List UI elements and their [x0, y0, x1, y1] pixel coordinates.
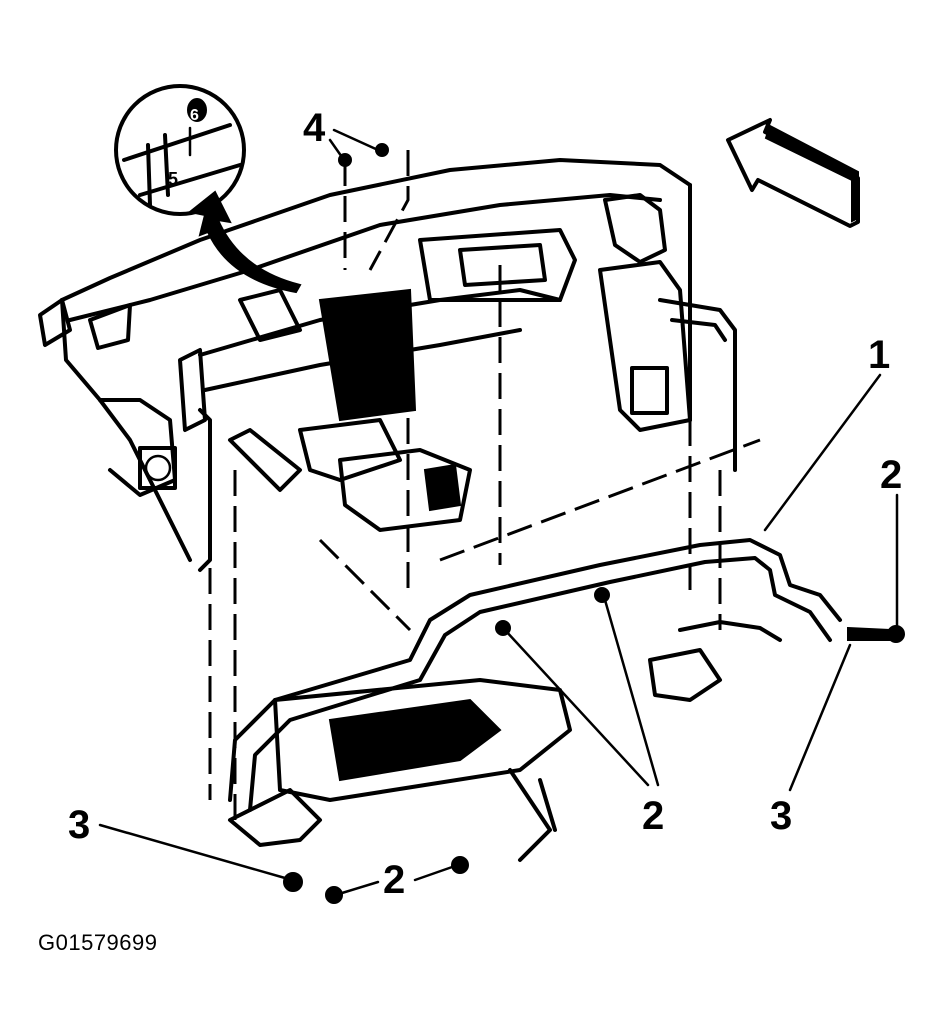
instrument-panel-carrier: [228, 538, 842, 862]
inset-digit-lower: 5: [168, 169, 178, 189]
callout-3-left: 3: [68, 803, 91, 847]
callout-2-middle: 2: [642, 794, 665, 838]
callout-leaders: [98, 128, 899, 895]
fastener-icon: [283, 872, 303, 892]
inset-fastener-icon: [187, 98, 207, 122]
fastener-icon: [325, 886, 343, 904]
figure-id: G01579699: [38, 930, 158, 955]
callout-2-bottom: 2: [383, 858, 406, 902]
instrument-panel-body: [38, 158, 737, 572]
zoom-arrow-icon: [187, 190, 302, 294]
fastener-icon: [451, 856, 469, 874]
callout-1: 1: [868, 333, 891, 377]
detail-inset: 6 5: [114, 84, 246, 216]
fastener-icon: [594, 587, 610, 603]
view-direction-arrow-icon: [726, 118, 860, 228]
callout-3-right: 3: [770, 794, 793, 838]
alignment-guides: [208, 150, 761, 820]
callout-4: 4: [303, 106, 326, 150]
callout-2-top-right: 2: [880, 453, 903, 497]
fasteners: [283, 143, 905, 904]
inset-digit-upper: 6: [190, 107, 199, 124]
